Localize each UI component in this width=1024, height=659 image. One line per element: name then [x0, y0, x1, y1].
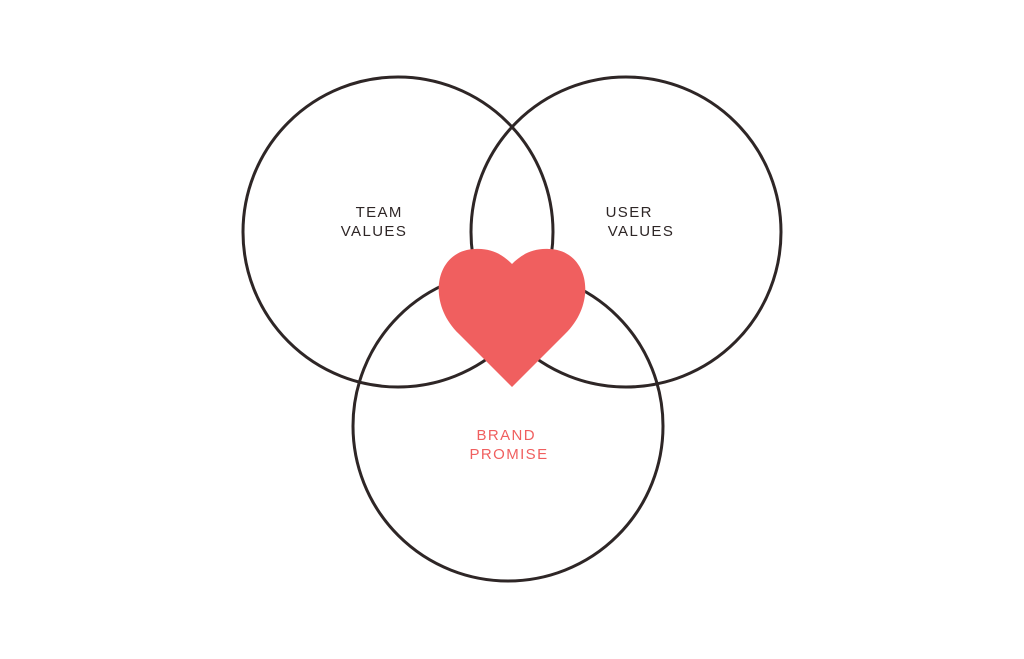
brand-promise-label: BRAND PROMISE: [470, 427, 549, 463]
brand-promise-label-line-1: BRAND: [476, 427, 536, 444]
user-values-label: USER VALUES: [606, 204, 675, 240]
user-values-label-line-1: USER: [606, 204, 653, 221]
team-values-label-line-1: TEAM: [356, 204, 403, 221]
heart-icon: [438, 248, 586, 387]
user-values-circle: [469, 75, 783, 389]
team-values-label: TEAM VALUES: [341, 204, 409, 240]
brand-promise-label-line-2: PROMISE: [470, 446, 549, 463]
team-values-label-line-2: VALUES: [341, 223, 407, 240]
team-values-circle: [241, 75, 555, 389]
user-values-label-line-2: VALUES: [608, 223, 674, 240]
